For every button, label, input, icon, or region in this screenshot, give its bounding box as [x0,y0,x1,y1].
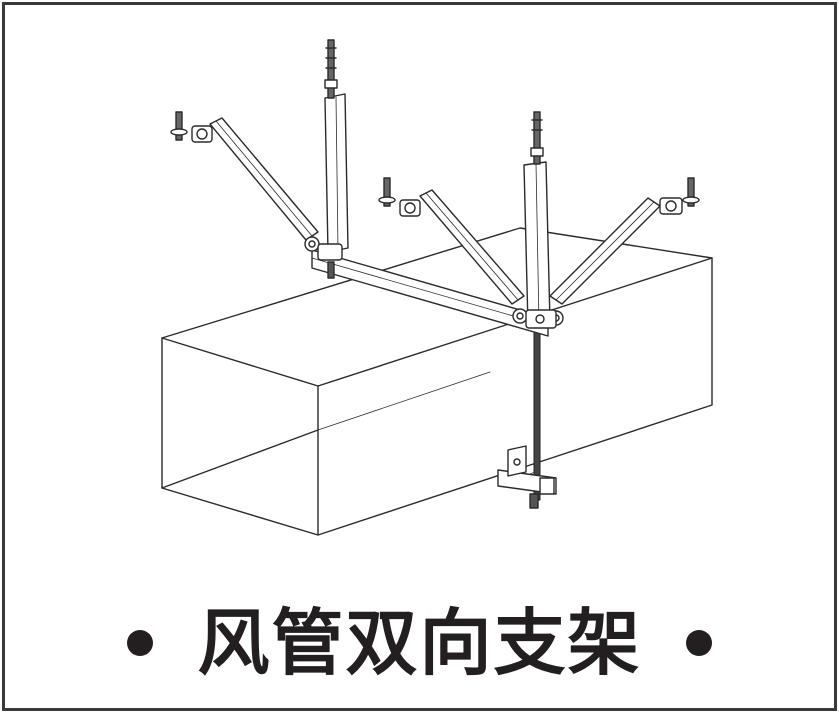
channel-joints [317,243,557,329]
bottom-bracket [497,445,557,509]
left-bullet-icon [127,630,154,656]
horizontal-channel [311,249,549,337]
center-left-diagonal-brace [378,177,528,324]
right-bullet-icon [685,630,712,656]
left-vertical-post [324,39,349,253]
caption-bar: 风管双向支架 [0,588,839,698]
right-vertical-post [523,111,551,327]
left-diagonal-brace [170,111,320,252]
air-duct [161,227,713,536]
right-diagonal-brace [548,177,700,326]
caption-title: 风管双向支架 [197,601,642,685]
